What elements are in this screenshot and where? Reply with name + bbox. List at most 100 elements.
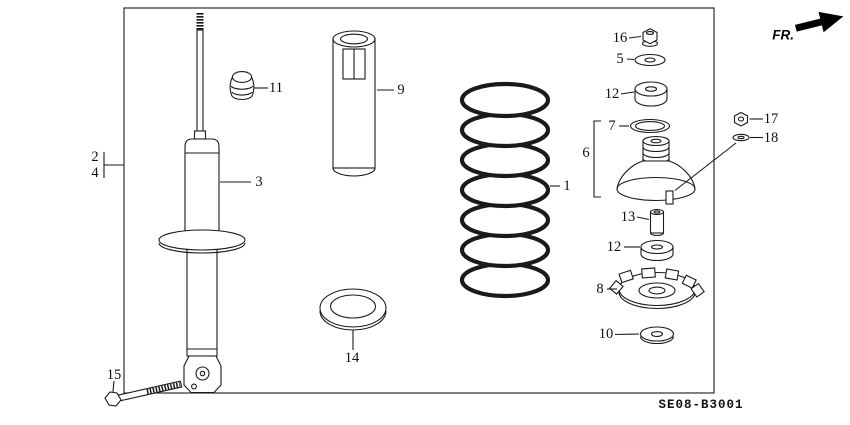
mount-assembly-drawing	[616, 135, 696, 205]
spring-coil-1	[459, 81, 551, 119]
callout-1-label: 1	[563, 178, 570, 194]
flat-washer-outer	[639, 326, 675, 342]
seat-tooth-6	[690, 282, 705, 298]
bolt-thread	[146, 381, 181, 395]
piston-rod	[196, 29, 204, 135]
bushing-upper-hole	[644, 86, 658, 92]
seat-center-hole	[648, 286, 666, 295]
mount-ring-inner	[634, 121, 666, 131]
callout-6-label: 6	[582, 145, 589, 161]
shock-upper-body	[184, 138, 220, 237]
leader-lines	[112, 35, 763, 393]
callout-10-label: 10	[599, 326, 614, 342]
dust-cover-bottom-edge	[332, 167, 376, 177]
callout-14-label: 14	[345, 350, 360, 366]
callout-5-label: 5	[616, 51, 623, 67]
bump-stop-drawing	[229, 71, 255, 101]
spring-coil-4	[459, 171, 551, 209]
leader-5	[626, 58, 635, 61]
spring-coil-5	[459, 201, 551, 239]
collar-body	[649, 211, 665, 234]
leader-10	[614, 333, 640, 336]
nut-top-detail	[645, 31, 655, 35]
washer-hole	[644, 57, 656, 63]
spring-coil-2	[459, 111, 551, 149]
seat-tooth-5	[608, 279, 624, 295]
mount-bolt-hole	[195, 366, 210, 381]
leader-15	[112, 380, 115, 393]
coil-spring-drawing	[459, 81, 551, 299]
spring-coil-7	[459, 261, 551, 299]
mount-base-rim	[616, 176, 696, 190]
flat-washer-hole	[650, 331, 664, 337]
mount-neck-top	[642, 135, 670, 147]
seat-tooth-1	[618, 269, 634, 284]
dust-cover-drawing	[332, 30, 376, 177]
base-ring-drawing	[319, 288, 387, 331]
bushing-upper-drawing	[634, 81, 668, 107]
bushing-lower-top	[640, 239, 674, 255]
stud-nut-hex	[733, 111, 749, 127]
callout-18-label: 18	[764, 130, 779, 146]
washer-outer	[634, 53, 666, 67]
bushing-lower-drawing	[640, 239, 674, 262]
mount-ring-drawing	[629, 118, 671, 134]
assembly-callout-bracket	[103, 152, 124, 178]
callout-3-label: 3	[255, 174, 262, 190]
mount-neck-hole	[650, 138, 662, 144]
stud-fit-line	[674, 142, 737, 191]
ring-inner	[329, 294, 377, 319]
collar-top	[649, 208, 665, 216]
seat-tooth-4	[681, 274, 697, 289]
assembly-border-box	[123, 7, 715, 394]
lock-nut-drawing	[641, 28, 659, 47]
spring-seat-drawing	[608, 267, 705, 310]
callout-7-label: 7	[608, 118, 615, 134]
fork-small-hole	[191, 383, 197, 390]
callout-15-label: 15	[107, 367, 122, 383]
mount-stud	[665, 190, 674, 205]
spring-coil-6	[459, 231, 551, 269]
bump-stop-top	[231, 71, 253, 83]
collar-bottom-edge	[649, 232, 665, 237]
leader-bracket-6	[593, 120, 601, 198]
stud-washer-outer	[732, 133, 750, 142]
callout-9-label: 9	[397, 82, 404, 98]
seat-inner-recess	[638, 282, 676, 299]
flat-washer-drawing	[639, 326, 675, 345]
fr-direction-arrow-icon	[794, 11, 844, 33]
mount-hole-center	[199, 370, 206, 377]
callout-17-label: 17	[764, 111, 779, 127]
bushing-upper-top	[634, 81, 668, 97]
callout-2-label: 2	[91, 149, 98, 165]
seat-thickness-edge	[618, 291, 696, 310]
callout-8-label: 8	[596, 281, 603, 297]
bushing-lower-hole	[650, 244, 664, 250]
callout-12-lower-label: 12	[607, 239, 622, 255]
leader-13	[636, 216, 650, 221]
flat-washer-edge	[639, 336, 675, 345]
diagram-code: SE08-B3001	[658, 398, 743, 412]
seat-tooth-3	[664, 268, 680, 281]
bump-stop-ribs	[230, 85, 254, 96]
bump-stop-body	[229, 76, 255, 101]
stud-hardware-drawing	[674, 111, 750, 191]
shock-lower-body	[186, 235, 218, 357]
callout-4-label: 4	[91, 165, 99, 181]
callout-labels: 1 2 3 4 5 6 7 8 9 10 11 12 12 13 14 15 1…	[91, 30, 778, 383]
shock-absorber-drawing	[158, 13, 246, 394]
callout-16-label: 16	[613, 30, 628, 46]
fr-direction: FR.	[772, 11, 844, 43]
stud-nut-hole	[737, 116, 745, 122]
leader-16	[628, 35, 642, 39]
rod-seal-neck	[193, 130, 207, 140]
mount-washer-drawing	[634, 53, 666, 67]
callout-13-label: 13	[621, 209, 636, 225]
flange-rim-edge	[158, 242, 246, 254]
dust-cover-top-opening	[332, 30, 376, 48]
spring-seat-flange	[158, 229, 246, 251]
callout-11-label: 11	[269, 80, 283, 96]
leader-12a	[620, 91, 635, 95]
